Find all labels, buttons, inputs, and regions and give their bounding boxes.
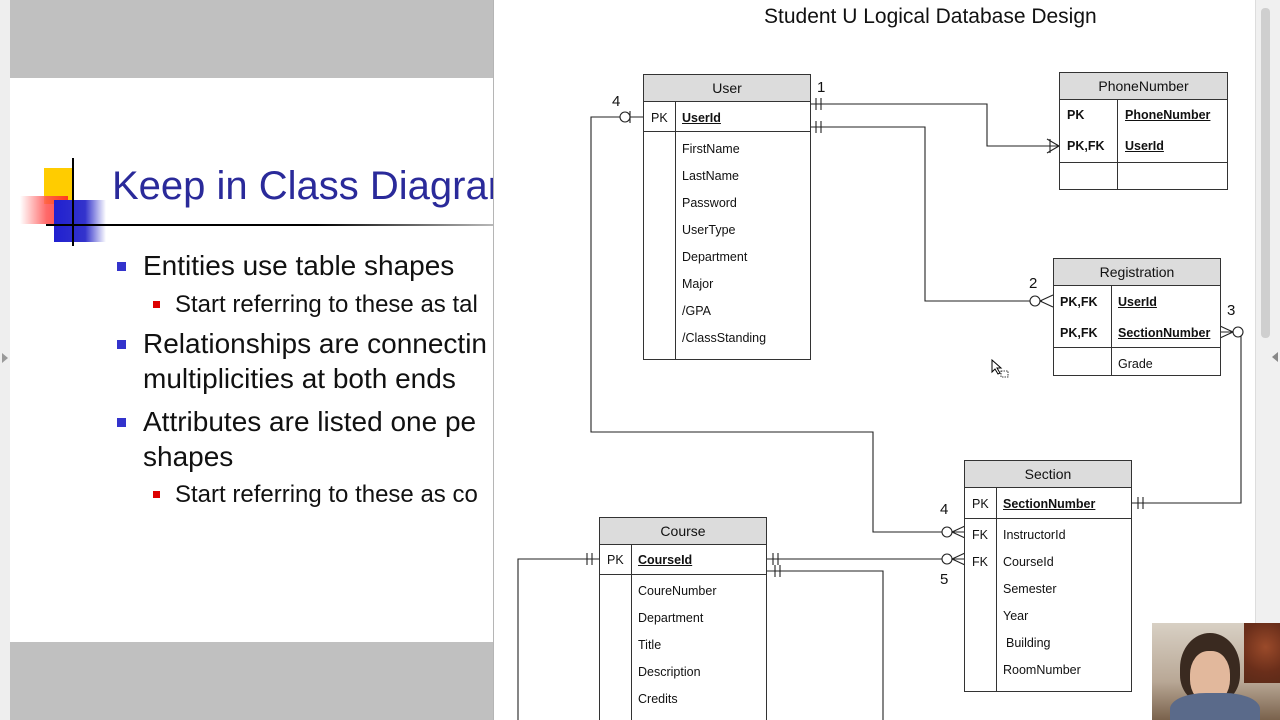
rel-course-offscreen (767, 570, 884, 720)
sub-bullet-item: Start referring to these as co (153, 481, 478, 509)
attribute-field: Description (638, 665, 701, 679)
key-tag: FK (972, 555, 988, 569)
multiplicity-label: 4 (612, 93, 621, 110)
key-tag: PK,FK (1067, 139, 1105, 153)
entity-header: PhoneNumber (1060, 73, 1227, 100)
attribute-field: Password (682, 196, 737, 210)
slide-bottom-band (10, 642, 500, 720)
attribute-field: Department (638, 611, 704, 625)
slide-top-band (10, 0, 500, 78)
foreign-key-field: CourseId (1003, 555, 1054, 569)
bullet-square-icon (117, 262, 126, 271)
bullet-square-icon (117, 340, 126, 349)
multiplicity-label: 1 (817, 79, 826, 96)
entity-header: Section (965, 461, 1131, 488)
key-tag: PK,FK (1060, 295, 1098, 309)
bullet-item: Relationships are connectin (117, 328, 487, 360)
key-tag: FK (972, 528, 988, 542)
rel-user-registration (811, 126, 1042, 302)
sub-bullet-text: Start referring to these as tal (175, 291, 478, 318)
bullet-item: Attributes are listed one pe (117, 406, 477, 438)
attribute-field: LastName (682, 169, 739, 183)
bullet-text: Entities use table shapes (143, 250, 455, 281)
relationship-lines (517, 98, 1244, 720)
bullet-text: Attributes are listed one pe (143, 406, 477, 437)
bullet-square-icon (117, 418, 126, 427)
entity-registration[interactable]: Registration PK,FK UserId PK,FK SectionN… (1053, 258, 1221, 376)
attribute-field: RoomNumber (1003, 663, 1081, 677)
bullet-text: shapes (143, 441, 234, 472)
sub-bullet-item: Start referring to these as tal (153, 291, 478, 319)
rel-section-registration (1132, 331, 1242, 504)
key-tag: PK,FK (1060, 326, 1098, 340)
attribute-field: /ClassStanding (682, 331, 767, 345)
multiplicity-label: 5 (940, 571, 949, 588)
key-tag: PK (972, 497, 989, 511)
attribute-field: UserType (682, 223, 736, 237)
key-tag: PK (651, 111, 668, 125)
foreign-key-field: InstructorId (1003, 528, 1066, 542)
key-tag: PK (607, 553, 624, 567)
multiplicity-label: 2 (1029, 275, 1038, 292)
slide-title: Keep in Class Diagrar (112, 164, 502, 208)
er-diagram-window[interactable]: Student U Logical Database Design (493, 0, 1256, 720)
collapse-arrow-icon[interactable] (2, 353, 8, 363)
bullet-text: multiplicities at both ends (143, 363, 456, 394)
vertical-scrollbar[interactable] (1255, 0, 1280, 720)
rel-user-section (590, 116, 964, 533)
entity-course[interactable]: Course PK CourseId CoureNumber Departmen… (599, 517, 767, 720)
attribute-field: CoureNumber (638, 584, 717, 598)
rel-course-left (517, 558, 599, 720)
primary-key-field: UserId (682, 111, 721, 125)
primary-key-field: SectionNumber (1003, 497, 1096, 511)
entity-phone-number[interactable]: PhoneNumber PK PhoneNumber PK,FK UserId (1059, 72, 1228, 190)
webcam-overlay (1152, 623, 1280, 720)
sub-bullet-text: Start referring to these as co (175, 481, 478, 508)
diagram-title-text: Student U Logical Database Design (764, 5, 1097, 28)
attribute-field: Building (1006, 636, 1051, 650)
attribute-field: FirstName (682, 142, 740, 156)
entity-section[interactable]: Section PK SectionNumber FK InstructorId… (964, 460, 1132, 692)
primary-key-field: SectionNumber (1118, 326, 1211, 340)
key-tag: PK (1067, 108, 1085, 122)
entity-header: User (644, 75, 810, 102)
cursor-icon (991, 359, 1009, 378)
bullet-text: Relationships are connectin (143, 328, 487, 359)
bullet-continuation: multiplicities at both ends (143, 363, 456, 395)
attribute-field: Semester (1003, 582, 1057, 596)
attribute-field: Title (638, 638, 662, 652)
entity-header: Registration (1054, 259, 1220, 286)
attribute-field: Department (682, 250, 748, 264)
multiplicity-label: 4 (940, 501, 949, 518)
attribute-field: Year (1003, 609, 1029, 623)
expand-arrow-icon[interactable] (1272, 352, 1278, 362)
entity-user[interactable]: User PK UserId FirstName LastName Passwo… (643, 74, 811, 360)
multiplicity-label: 3 (1227, 302, 1236, 319)
bullet-item: Entities use table shapes (117, 250, 455, 282)
primary-key-field: UserId (1118, 295, 1157, 309)
sub-bullet-square-icon (153, 491, 160, 498)
primary-key-field: UserId (1125, 139, 1164, 153)
rel-user-phone (811, 103, 1059, 147)
attribute-field: Major (682, 277, 714, 291)
entity-header: Course (600, 518, 766, 545)
primary-key-field: PhoneNumber (1125, 108, 1211, 122)
bullet-continuation: shapes (143, 441, 233, 473)
attribute-field: /GPA (682, 304, 711, 318)
attribute-field: Grade (1118, 357, 1153, 371)
scrollbar-thumb[interactable] (1261, 8, 1270, 338)
primary-key-field: CourseId (638, 553, 693, 567)
sub-bullet-square-icon (153, 301, 160, 308)
attribute-field: Credits (638, 692, 678, 706)
